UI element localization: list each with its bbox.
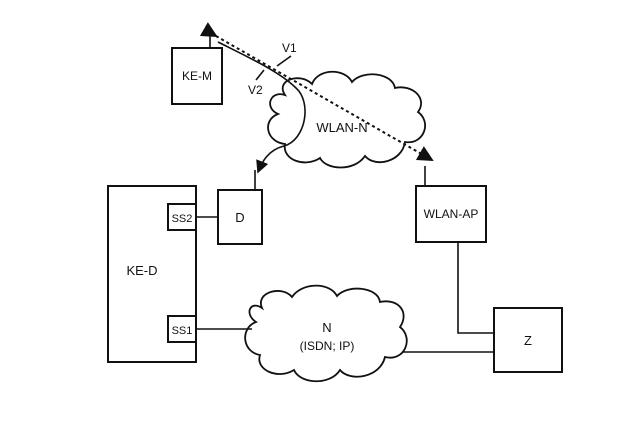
v2-label: V2 (248, 83, 263, 97)
z-node: Z (493, 307, 563, 373)
wlan-n-label: WLAN-N (316, 120, 367, 135)
ke-m-terminal: KE-M (171, 30, 223, 105)
ke-d-device: KE-D SS2 SS1 (107, 185, 197, 363)
network-n-detail: (ISDN; IP) (300, 339, 355, 353)
d-device: D (217, 170, 263, 245)
wlan-ap-device: WLAN-AP (415, 166, 487, 243)
v2-link (217, 41, 306, 174)
wlan-ap-to-z-line (457, 242, 494, 334)
z-label: Z (524, 333, 532, 348)
ss1-label: SS1 (172, 325, 193, 337)
v2-leader (255, 69, 265, 81)
ke-m-label: KE-M (182, 69, 212, 83)
d-label: D (235, 210, 244, 225)
ke-d-label: KE-D (126, 263, 157, 278)
v1-label: V1 (282, 41, 297, 55)
network-n-cloud: N (ISDN; IP) (244, 284, 408, 383)
v1-leader (276, 55, 292, 67)
wlan-n-cloud: WLAN-N (267, 70, 426, 169)
network-n-label: N (322, 320, 331, 335)
wlan-ap-label: WLAN-AP (424, 207, 479, 221)
ss2-label: SS2 (172, 213, 193, 225)
